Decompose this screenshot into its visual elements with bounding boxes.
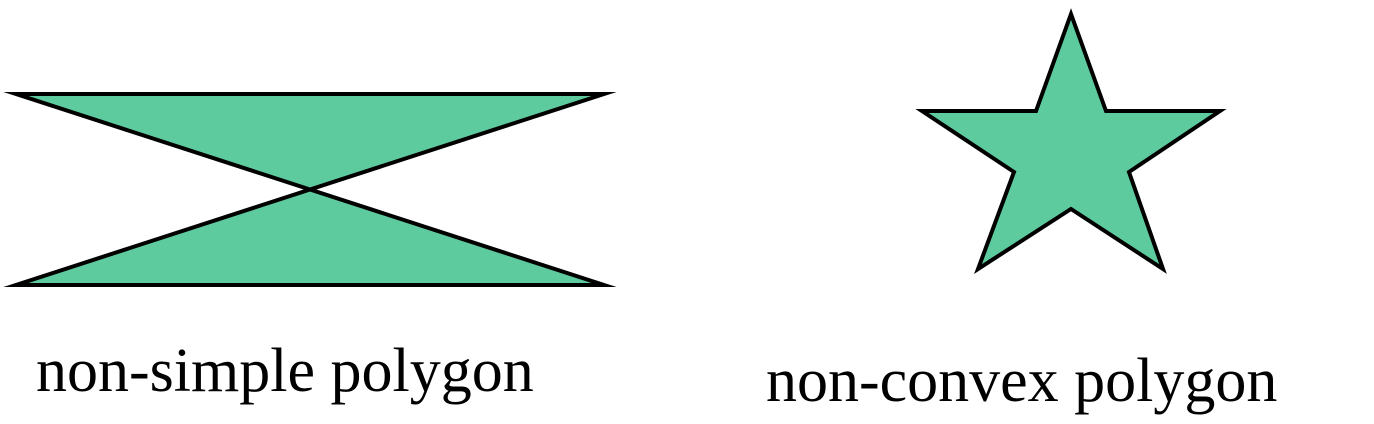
non-simple-polygon-caption: non-simple polygon xyxy=(36,337,534,405)
non-simple-polygon-shape xyxy=(3,92,617,287)
non-convex-polygon-caption: non-convex polygon xyxy=(766,347,1278,415)
non-convex-polygon-star xyxy=(915,8,1227,274)
